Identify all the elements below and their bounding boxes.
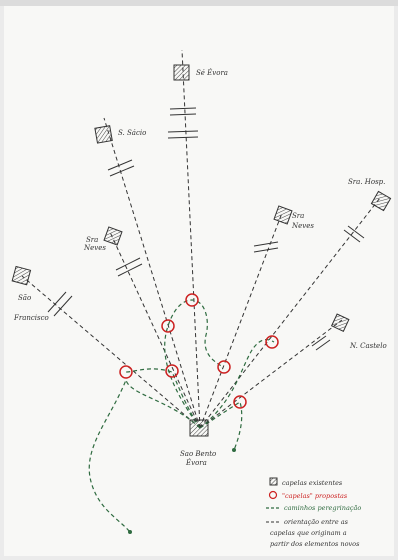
legend-existing-icon — [270, 478, 277, 485]
chapel-sao-bento — [190, 420, 208, 436]
label-nicolau-1: Sra — [86, 236, 98, 244]
legend-proposed-text: "capelas" propostas — [282, 492, 348, 500]
label-neves-2: Neves — [291, 222, 314, 230]
label-nicolau-2: Neves — [83, 244, 106, 252]
label-francisco-1: São — [18, 294, 31, 302]
path-end-dot — [232, 448, 236, 452]
label-neves-1: Sra — [292, 212, 304, 220]
legend-orientation-text-2: capelas que originam a — [270, 529, 347, 537]
path-end-dot — [128, 530, 132, 534]
label-sacio: S. Sácio — [118, 129, 146, 137]
chapel-francisco — [12, 266, 30, 284]
label-sao-bento-1: Sao Bento — [180, 450, 216, 458]
label-sao-bento-2: Évora — [185, 458, 207, 467]
chapel-sacio — [95, 126, 112, 143]
label-hosp: Sra. Hosp. — [348, 178, 385, 186]
legend-paths-text: caminhos peregrinação — [284, 504, 361, 512]
label-francisco-2: Francisco — [13, 314, 49, 322]
legend-existing-text: capelas existentes — [282, 479, 343, 487]
legend-orientation-text-3: partir dos elementos novos — [270, 540, 360, 548]
label-castelo: N. Castelo — [349, 342, 387, 350]
legend-orientation-text-1: orientação entre as — [284, 518, 349, 526]
chapel-se — [174, 65, 189, 80]
paper-sheet — [4, 6, 394, 556]
label-se: Sé Évora — [196, 68, 228, 77]
paper-shadow-top — [0, 0, 398, 6]
